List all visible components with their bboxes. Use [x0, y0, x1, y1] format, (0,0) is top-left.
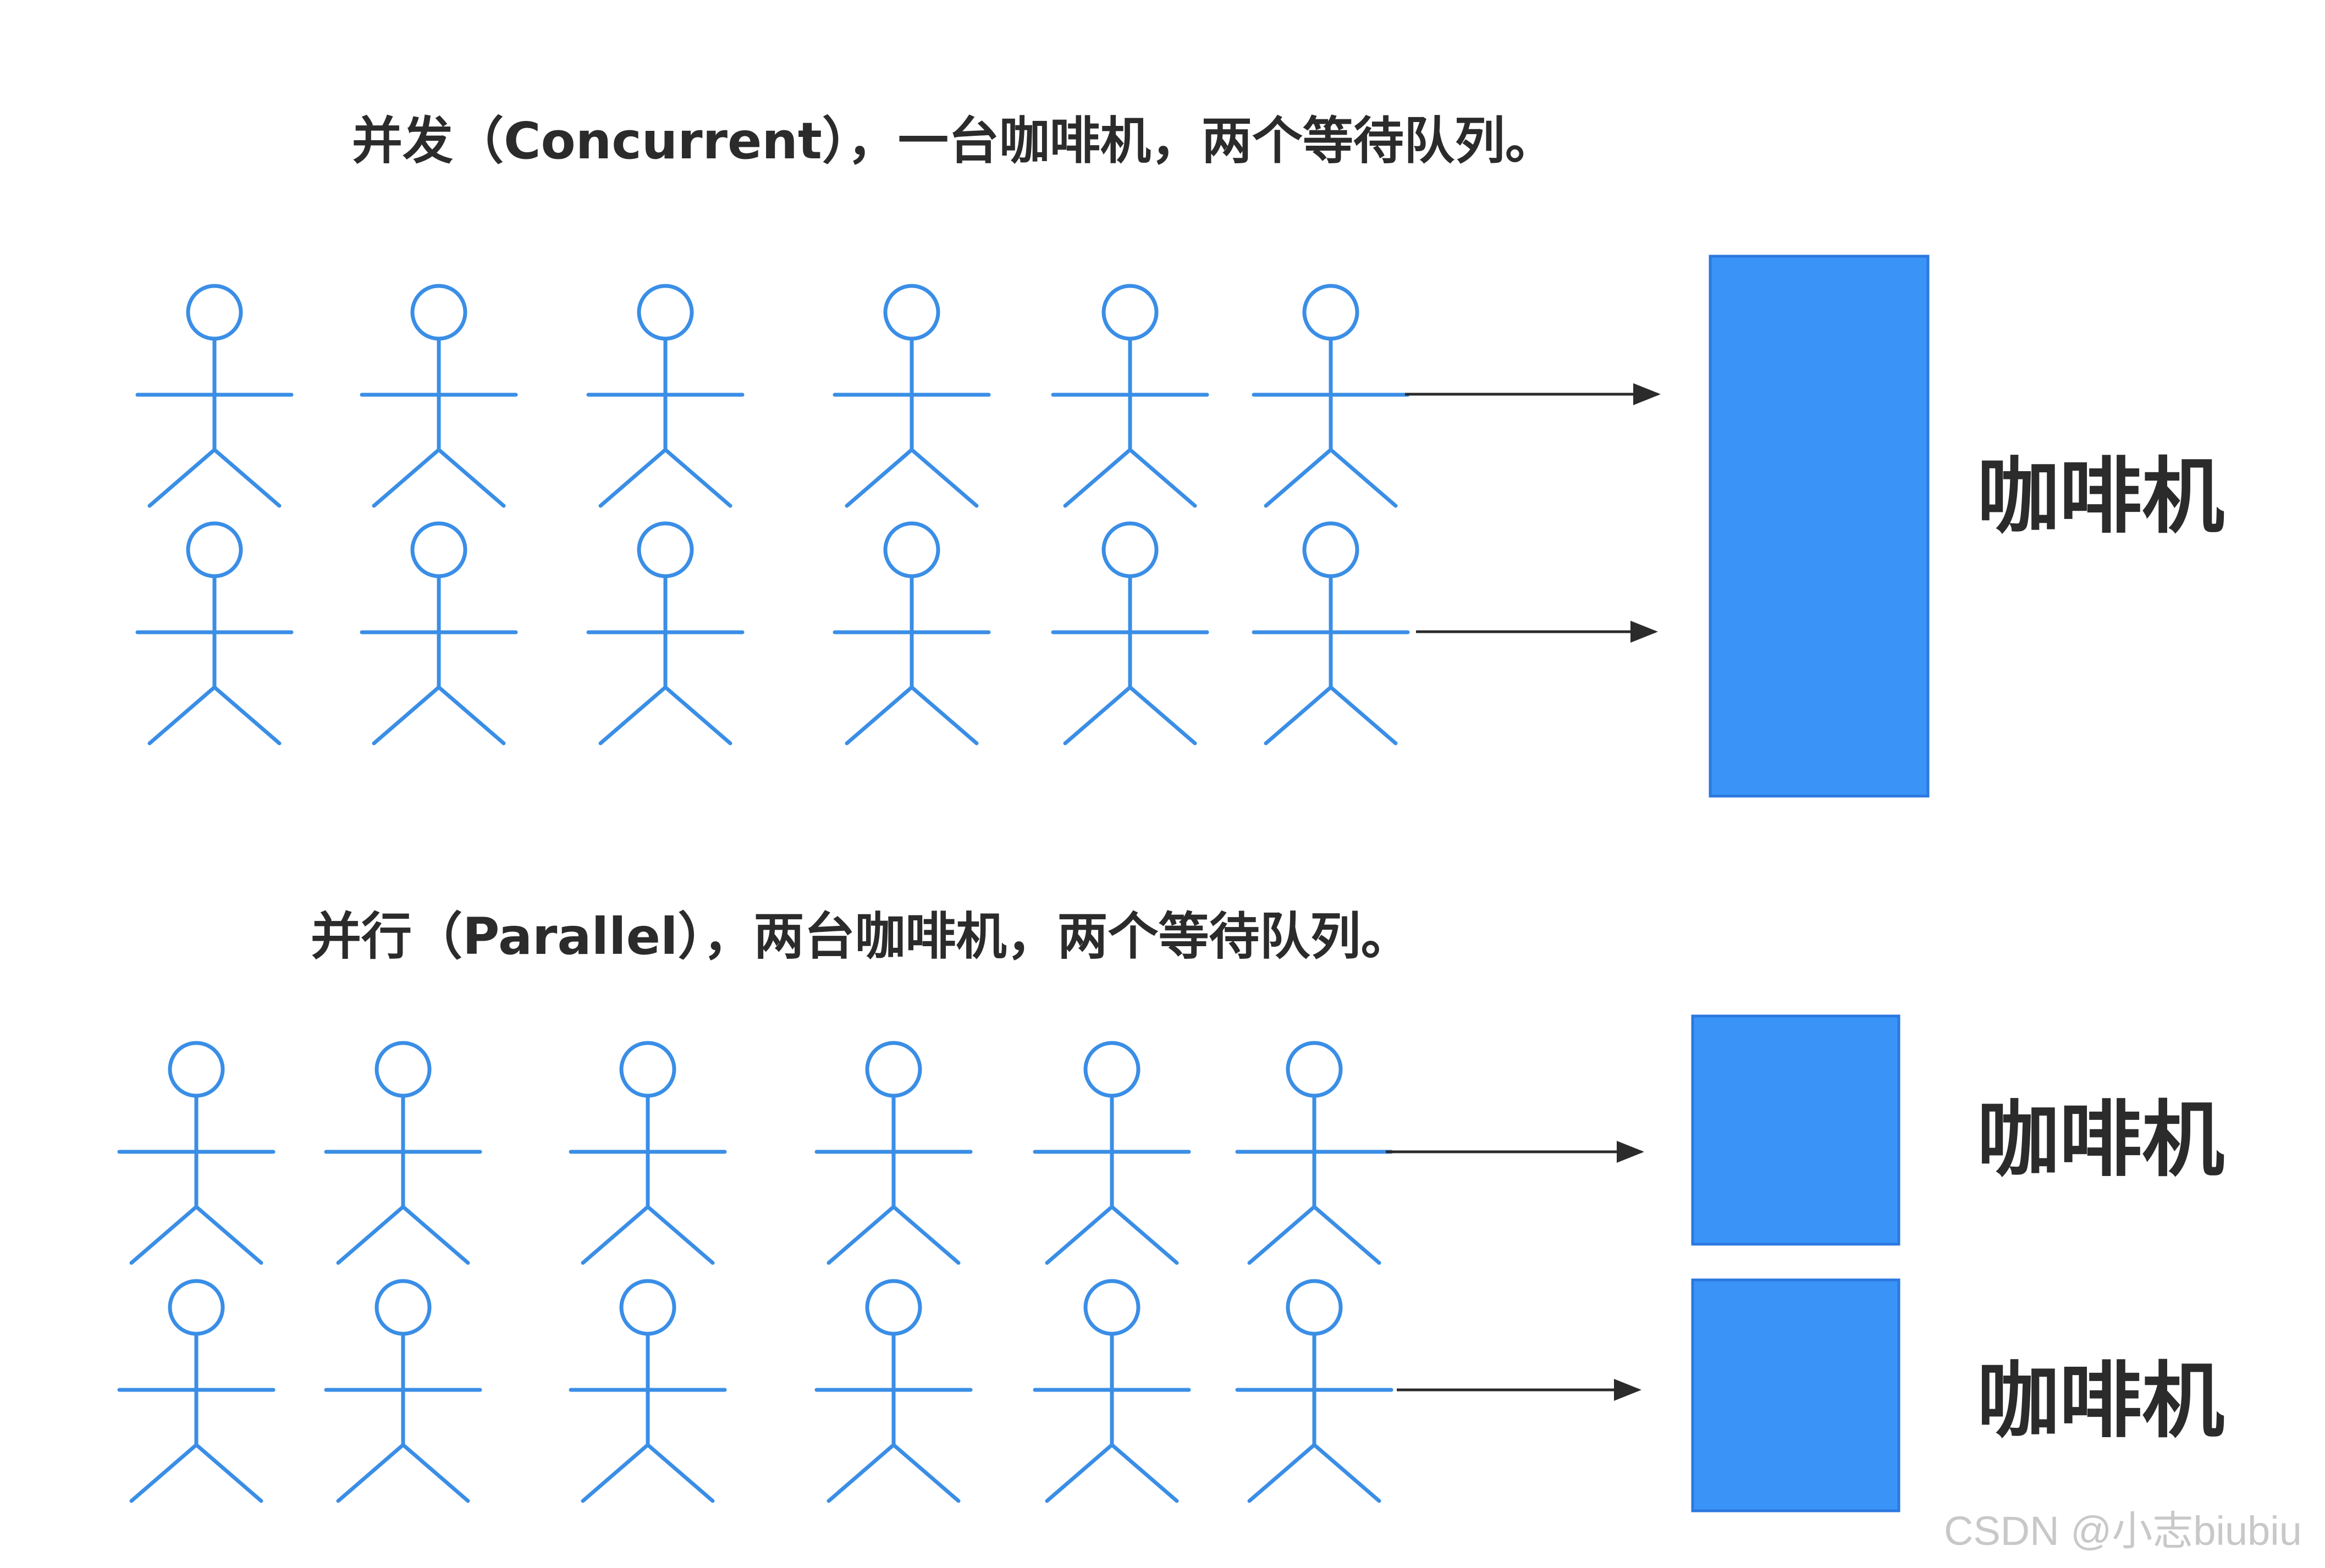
parallel-queue-1-person-6	[1235, 1041, 1393, 1265]
concurrent-queue-2-person-5	[1051, 521, 1209, 746]
concurrent-queue-1-person-3	[586, 284, 745, 508]
parallel-coffee-machine-1	[1691, 1014, 1900, 1246]
concurrent-queues	[135, 284, 1410, 746]
parallel-queue-1-person-1	[117, 1041, 276, 1265]
concurrent-queue-2-person-2	[360, 521, 518, 746]
parallel-queue-1-person-3	[569, 1041, 727, 1265]
parallel-queue-2-person-3	[569, 1279, 727, 1503]
parallel-queue-2-person-1	[117, 1279, 276, 1503]
concurrent-queue-1-person-2	[360, 284, 518, 508]
concurrent-queue-1-person-5	[1051, 284, 1209, 508]
concurrent-coffee-machine	[1709, 255, 1930, 798]
parallel-queue-2-person-4	[814, 1279, 973, 1503]
watermark: CSDN @小志biubiu	[1944, 1508, 2302, 1554]
concurrent-queue-1-person-6	[1252, 284, 1410, 508]
parallel-coffee-machine-2	[1691, 1278, 1900, 1512]
parallel-queue-1-person-4	[814, 1041, 973, 1265]
parallel-queue-1-person-2	[324, 1041, 482, 1265]
concurrent-queue-1-person-1	[135, 284, 294, 508]
parallel-machine-label-2: 咖啡机	[1977, 1354, 2224, 1449]
parallel-title: 并行（Parallel），两台咖啡机，两个等待队列。	[311, 907, 1412, 966]
concurrent-machine-label: 咖啡机	[1977, 449, 2224, 545]
parallel-queue-2-person-6	[1235, 1279, 1393, 1503]
parallel-queue-2-person-2	[324, 1279, 482, 1503]
concurrent-queue-2-person-6	[1252, 521, 1410, 746]
parallel-queue-2-person-5	[1033, 1279, 1191, 1503]
parallel-queue-1-person-5	[1033, 1041, 1191, 1265]
concurrent-queue-2-person-3	[586, 521, 745, 746]
parallel-queues	[117, 1041, 1393, 1503]
parallel-machine-label-1: 咖啡机	[1977, 1092, 2224, 1188]
concurrent-title: 并发（Concurrent），一台咖啡机，两个等待队列。	[352, 112, 1556, 170]
concurrent-queue-2-person-4	[833, 521, 991, 746]
concurrent-queue-1-person-4	[833, 284, 991, 508]
concurrent-queue-2-person-1	[135, 521, 294, 746]
